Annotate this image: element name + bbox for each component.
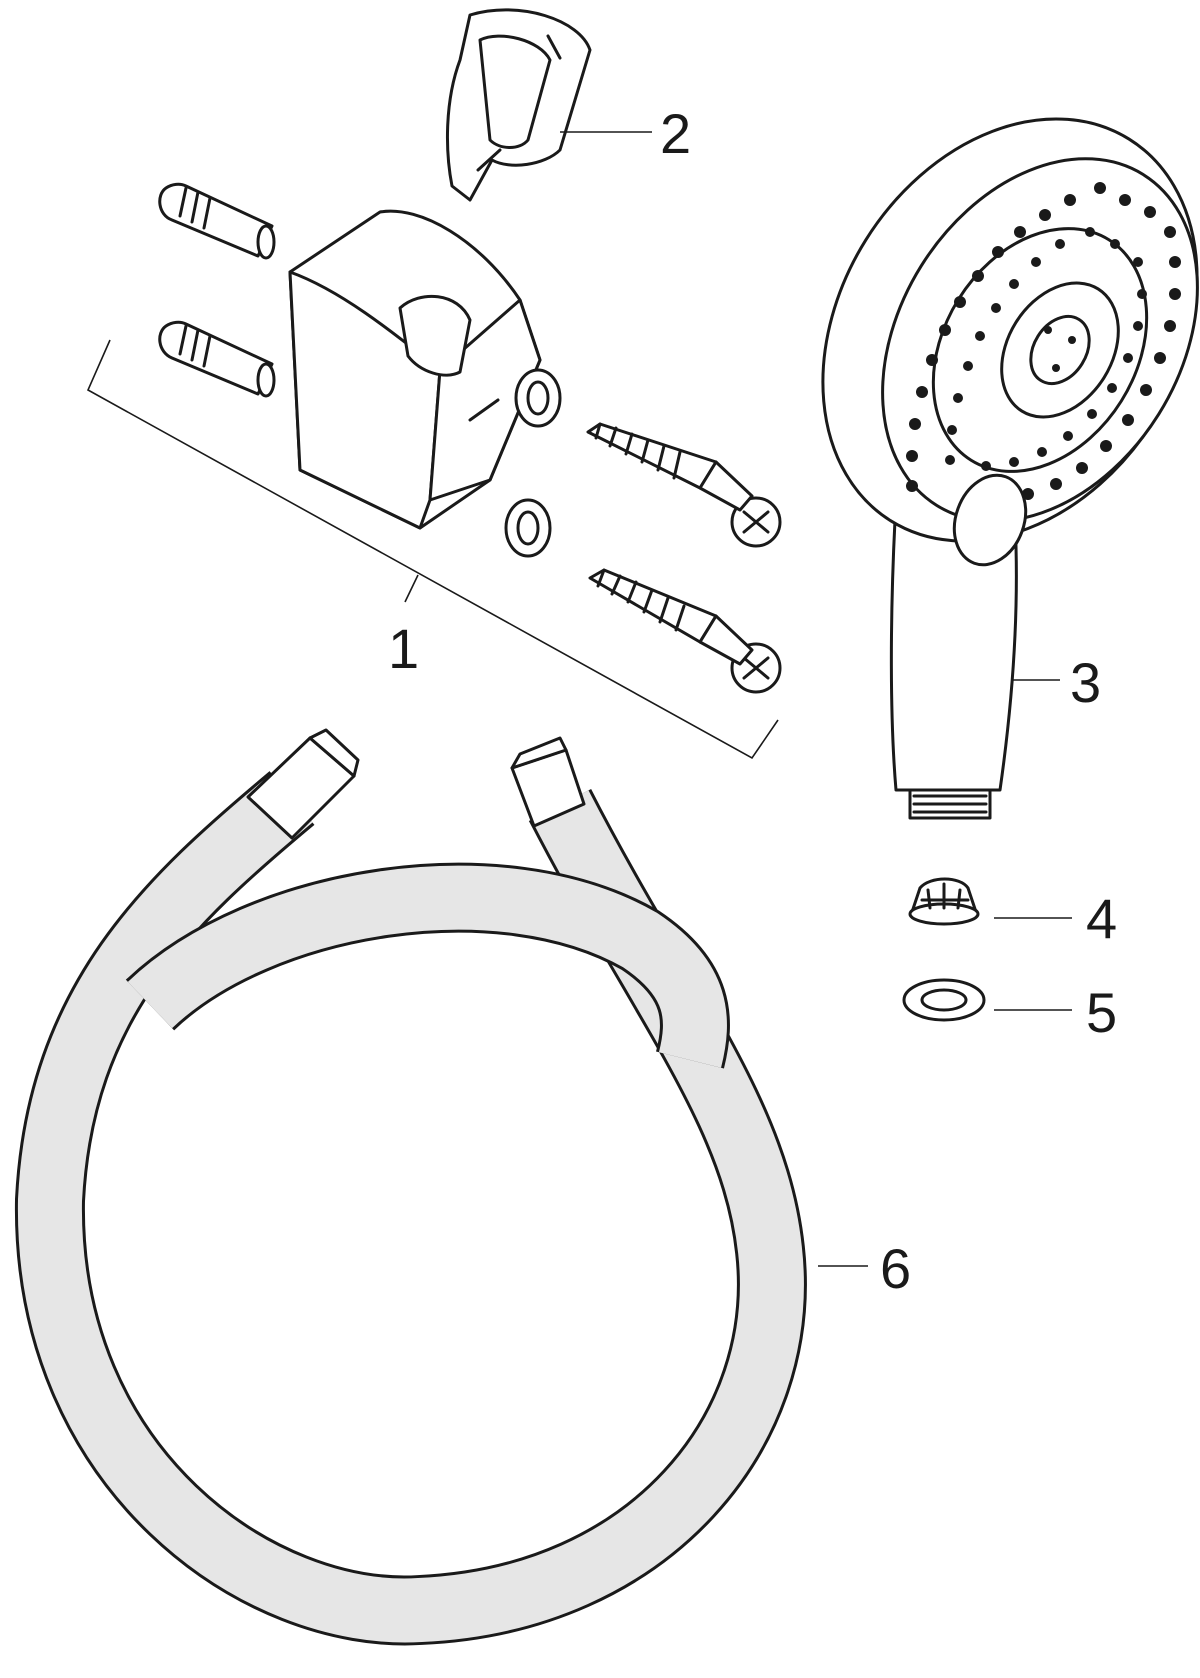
part-number-4: 4: [1086, 887, 1117, 950]
hand-shower: [821, 117, 1199, 820]
shower-hose: [14, 728, 807, 1646]
part-number-3: 3: [1070, 651, 1101, 714]
hose-nut-left: [246, 728, 360, 840]
wall-plug-lower: [158, 320, 276, 398]
screw-upper: [586, 422, 782, 548]
screw-lower: [588, 568, 782, 694]
screw-washer-upper: [514, 368, 562, 428]
sealing-washer: [902, 978, 1072, 1022]
strainer: [908, 877, 1072, 926]
part-number-5: 5: [1086, 981, 1117, 1044]
part-number-6: 6: [880, 1237, 911, 1300]
wall-bracket: [288, 209, 542, 530]
bracket-set-brace: [86, 339, 779, 760]
hose-nut-right: [510, 736, 586, 828]
screw-washer-lower: [504, 498, 552, 558]
holder-insert: [445, 8, 652, 202]
part-number-1: 1: [388, 617, 419, 680]
spray-nozzles: [906, 182, 1181, 500]
part-number-2: 2: [660, 102, 691, 165]
wall-plug-upper: [158, 182, 276, 260]
